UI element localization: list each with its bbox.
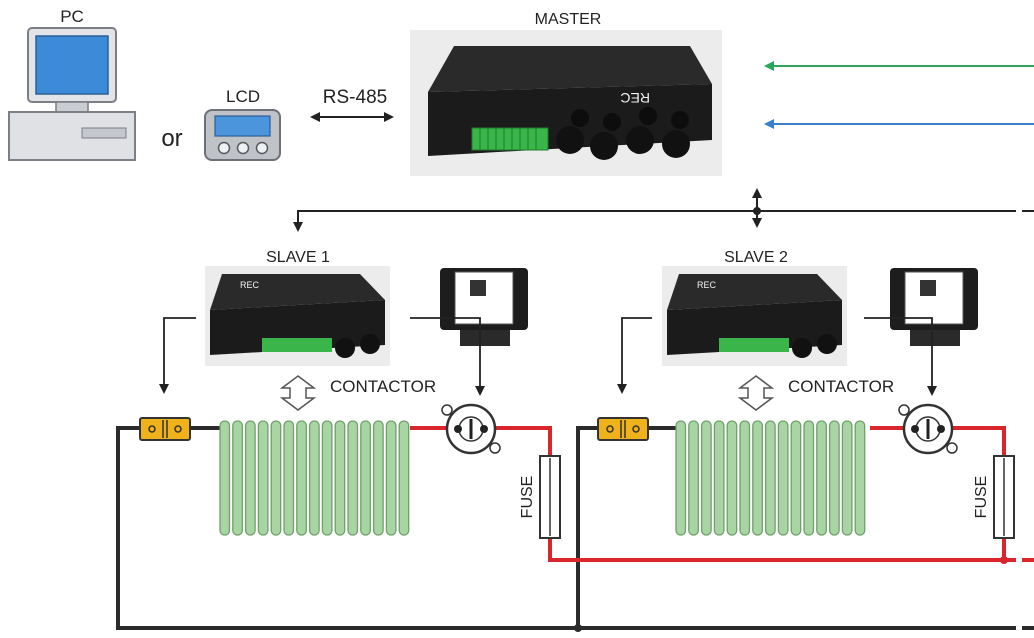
positive-wiring (410, 426, 1034, 562)
negative-junction (574, 624, 582, 632)
battery-cell (828, 420, 840, 536)
battery-cell (764, 420, 776, 536)
slave1-current-sensor (440, 268, 528, 346)
rs485-label: RS-485 (323, 87, 387, 108)
battery-cell (372, 420, 384, 536)
battery-cell (675, 420, 687, 536)
master-unit: REC (410, 30, 722, 176)
battery-cell (841, 420, 853, 536)
contactor2-label: CONTACTOR (788, 377, 894, 396)
contactor-2 (898, 403, 958, 455)
battery-cell (777, 420, 789, 536)
slave1-contactor-arrow (410, 317, 485, 396)
battery-cell (854, 420, 866, 536)
slave2-contactor-arrow (864, 317, 937, 396)
slave2-battery-link (737, 375, 775, 411)
slave2-current-sensor (890, 268, 978, 346)
slave2-shunt-arrow (617, 317, 652, 394)
slave2-unit: REC (662, 266, 847, 366)
shunt-1 (139, 417, 191, 441)
battery-cell (360, 420, 371, 536)
or-label: or (161, 125, 182, 152)
slave1-unit: REC (205, 266, 390, 366)
battery-cell (739, 420, 751, 536)
battery-cell (283, 420, 295, 536)
contactor1-label: CONTACTOR (330, 377, 436, 396)
battery-cell (308, 420, 320, 536)
battery-pack-1 (219, 420, 410, 536)
battery-cell (219, 420, 231, 536)
lcd-display: LCD (204, 87, 281, 161)
battery-cell (385, 420, 397, 536)
battery-cell (232, 420, 243, 536)
positive-junction (1000, 556, 1008, 564)
battery-cell (790, 420, 802, 536)
slave1-battery-link (279, 375, 317, 411)
slave2-label: SLAVE 2 (724, 249, 788, 266)
fuse1-label: FUSE (519, 476, 536, 519)
slave1-shunt-arrow (159, 317, 196, 394)
can-bus (293, 188, 1034, 232)
contactor-1 (441, 403, 501, 455)
negative-wiring (116, 426, 1034, 630)
pc-label: PC (60, 7, 84, 26)
slave2-brand-logo: REC (697, 280, 717, 290)
battery-cell (270, 420, 282, 536)
battery-cell (726, 420, 738, 536)
battery-cell (752, 420, 763, 536)
battery-cell (244, 420, 256, 536)
battery-cell (816, 420, 827, 536)
battery-cell (296, 420, 307, 536)
pc-computer: PC (8, 7, 136, 161)
battery-cell (347, 420, 359, 536)
slave1-label: SLAVE 1 (266, 249, 330, 266)
battery-cell (803, 420, 815, 536)
fuse2-label: FUSE (973, 476, 990, 519)
shunt-2 (597, 417, 649, 441)
battery-cell (713, 420, 725, 536)
master-brand-logo: REC (620, 90, 650, 106)
master-label: MASTER (535, 11, 602, 28)
fuse-1 (539, 455, 561, 539)
lcd-label: LCD (226, 87, 260, 106)
battery-cell (334, 420, 346, 536)
battery-cell (398, 420, 410, 536)
slave1-brand-logo: REC (240, 280, 260, 290)
battery-cell (257, 420, 269, 536)
fuse-2 (993, 455, 1015, 539)
battery-pack-2 (675, 420, 866, 536)
battery-cell (321, 420, 333, 536)
battery-cell (700, 420, 712, 536)
battery-cell (688, 420, 699, 536)
